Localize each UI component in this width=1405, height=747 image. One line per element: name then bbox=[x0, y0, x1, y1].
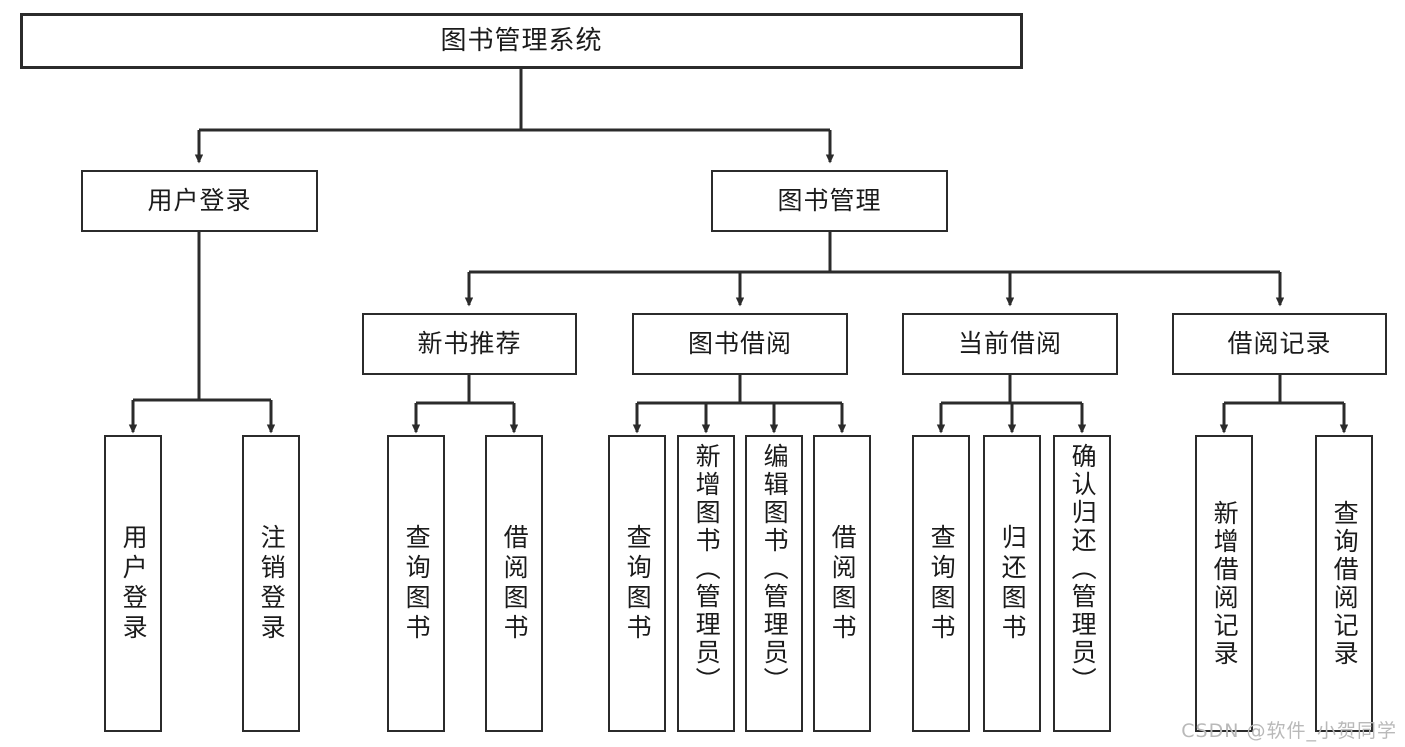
node-new-book-recommend[interactable]: 新书推荐 bbox=[362, 313, 577, 375]
node-label: 确认归还（管理员） bbox=[1068, 443, 1098, 695]
node-label: 借阅图书 bbox=[500, 523, 530, 644]
node-leaf-query-borrow-record[interactable]: 查询借阅记录 bbox=[1315, 435, 1373, 732]
node-label: 用户登录 bbox=[119, 523, 149, 644]
node-label: 查询图书 bbox=[927, 523, 957, 644]
node-leaf-add-book-admin[interactable]: 新增图书（管理员） bbox=[677, 435, 735, 732]
node-label: 查询图书 bbox=[623, 523, 653, 644]
node-label: 图书管理 bbox=[777, 186, 882, 216]
node-user-login[interactable]: 用户登录 bbox=[81, 170, 318, 232]
node-label: 查询借阅记录 bbox=[1330, 499, 1360, 668]
node-current-borrow[interactable]: 当前借阅 bbox=[902, 313, 1118, 375]
node-label: 归还图书 bbox=[998, 523, 1028, 644]
csdn-watermark: CSDN @软件_小贺同学 bbox=[1181, 720, 1397, 742]
node-label: 借阅记录 bbox=[1227, 329, 1332, 359]
node-book-management[interactable]: 图书管理 bbox=[711, 170, 948, 232]
node-label: 用户登录 bbox=[147, 186, 252, 216]
node-label: 当前借阅 bbox=[957, 329, 1062, 359]
node-label: 注销登录 bbox=[257, 523, 287, 644]
node-leaf-user-login[interactable]: 用户登录 bbox=[104, 435, 162, 732]
node-label: 新增图书（管理员） bbox=[692, 443, 722, 695]
node-label: 编辑图书（管理员） bbox=[760, 443, 790, 695]
node-leaf-logout[interactable]: 注销登录 bbox=[242, 435, 300, 732]
node-label: 查询图书 bbox=[402, 523, 432, 644]
node-leaf-query-book-recommend[interactable]: 查询图书 bbox=[387, 435, 445, 732]
node-leaf-confirm-return-admin[interactable]: 确认归还（管理员） bbox=[1053, 435, 1111, 732]
node-label: 借阅图书 bbox=[828, 523, 858, 644]
node-label: 图书借阅 bbox=[687, 329, 792, 359]
node-book-borrow[interactable]: 图书借阅 bbox=[632, 313, 848, 375]
node-label: 新书推荐 bbox=[417, 329, 522, 359]
node-leaf-query-book-current[interactable]: 查询图书 bbox=[912, 435, 970, 732]
node-leaf-query-book-borrow[interactable]: 查询图书 bbox=[608, 435, 666, 732]
node-root-book-management-system[interactable]: 图书管理系统 bbox=[20, 13, 1023, 69]
node-borrow-record[interactable]: 借阅记录 bbox=[1172, 313, 1387, 375]
node-leaf-return-book[interactable]: 归还图书 bbox=[983, 435, 1041, 732]
node-leaf-borrow-book[interactable]: 借阅图书 bbox=[813, 435, 871, 732]
node-leaf-add-borrow-record[interactable]: 新增借阅记录 bbox=[1195, 435, 1253, 732]
node-leaf-borrow-book-recommend[interactable]: 借阅图书 bbox=[485, 435, 543, 732]
node-leaf-edit-book-admin[interactable]: 编辑图书（管理员） bbox=[745, 435, 803, 732]
node-label: 新增借阅记录 bbox=[1210, 499, 1240, 668]
node-label: 图书管理系统 bbox=[440, 25, 603, 56]
